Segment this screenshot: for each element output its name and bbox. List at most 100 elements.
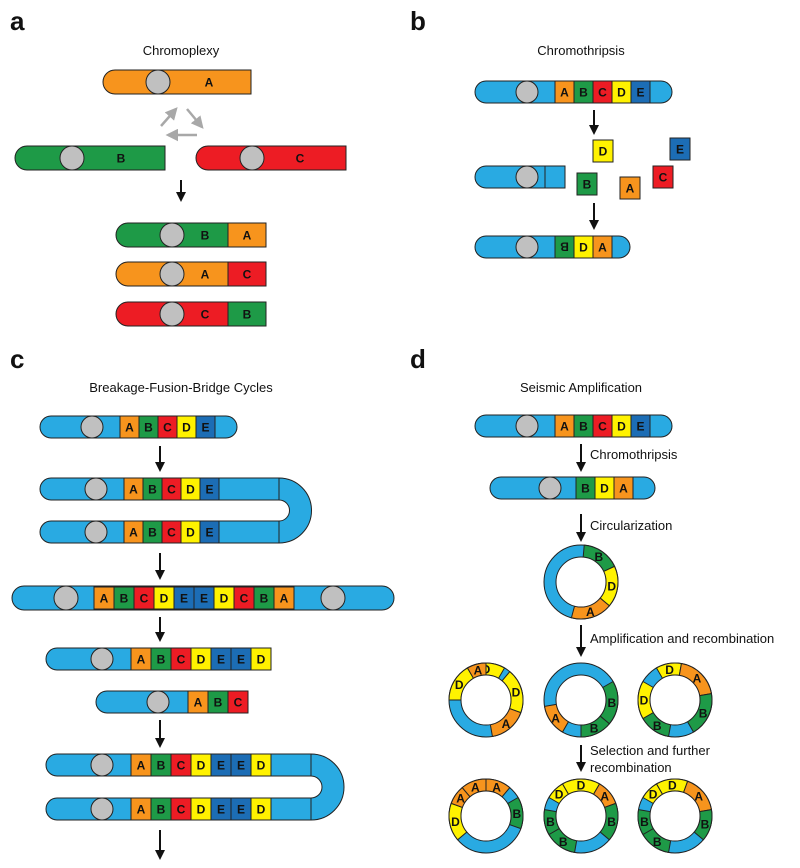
segment-A [227,222,267,248]
segment-label-D: D [182,421,191,435]
segment-label-E: E [200,592,208,606]
segment-label-E: E [636,420,644,434]
segment-label-B: B [157,759,166,773]
ring-label-D: D [668,779,677,793]
segment-label-E: E [636,86,644,100]
ring-label-A: A [694,790,703,804]
segment-label-D: D [197,759,206,773]
ring-center [555,674,607,726]
fragment-C [652,165,674,189]
segment-label-C: C [163,421,172,435]
centromere [90,647,114,671]
exchange-arrow-icon [186,108,204,129]
fragment-label-C: C [659,171,668,185]
ring-center [649,790,701,842]
segment-label-D: D [186,483,195,497]
centromere [515,165,539,189]
segment-E [199,477,220,501]
ring-label-D: D [555,788,564,802]
chromosome-B [14,145,166,171]
segment-label-B: B [581,482,590,496]
segment-label-A: A [129,483,138,497]
centromere [239,145,265,171]
ring-label-B: B [594,550,603,564]
segment-label-D: D [617,86,626,100]
fragment-label-D: D [599,145,608,159]
ring-label-A: A [693,672,702,686]
centromere [320,585,346,611]
ring-label-B: B [699,707,708,721]
segment-label-E: E [237,653,245,667]
segment-D [250,797,272,821]
segment-label-C: C [167,526,176,540]
segment-label-E: E [237,803,245,817]
segment-label-A: A [560,86,569,100]
centromere [159,261,185,287]
chromosome-arm [95,690,197,714]
centromere [159,301,185,327]
centromere [84,520,108,544]
segment-label-A: A [137,803,146,817]
segment-label-B: B [260,592,269,606]
panel-b-title: Chromothripsis [537,43,625,58]
exchange-arrow-icon [160,107,178,127]
centromere [145,69,171,95]
fragment-E [669,137,691,161]
segment-label-D: D [197,803,206,817]
amplified-ring-2: BBA [543,662,619,738]
segment-label-B: B [560,240,569,254]
panel-b-label: b [410,6,426,36]
circular-chromosome: BDA [543,544,619,620]
segment-label-D: D [617,420,626,434]
ring-label-A: A [502,717,511,731]
ring-label-D: D [665,663,674,677]
segment-label-C: C [296,152,305,166]
segment-label-A: A [137,759,146,773]
segment-label-E: E [180,592,188,606]
segment-E [195,415,216,439]
segment-label-A: A [619,482,628,496]
segment-label-C: C [240,592,249,606]
ring-center [649,674,701,726]
ring-label-D: D [451,815,460,829]
segment-label-D: D [257,759,266,773]
ring-label-A: A [474,664,483,678]
segment-label-C: C [598,420,607,434]
segment-A [613,476,634,500]
step-chromothripsis: Chromothripsis [590,447,678,462]
ring-label-B: B [607,815,616,829]
segment-label-C: C [167,483,176,497]
segment-label-A: A [125,421,134,435]
segment-label-A: A [194,696,203,710]
segment-E [630,414,651,438]
segment-label-B: B [579,420,588,434]
ring-center [460,674,512,726]
ring-label-B: B [590,722,599,736]
segment-label-B: B [120,592,129,606]
ring-label-D: D [649,788,658,802]
segment-label-C: C [598,86,607,100]
panel-a-title: Chromoplexy [143,43,220,58]
segment-C [227,690,249,714]
fragment-A [619,176,641,200]
panel-d-title: Seismic Amplification [520,380,642,395]
segment-label-A: A [243,229,252,243]
segment-label-A: A [598,241,607,255]
segment-label-B: B [579,86,588,100]
segment-label-E: E [205,483,213,497]
fragment-D [592,139,614,163]
segment-label-B: B [117,152,126,166]
segment-label-C: C [177,803,186,817]
step-amplification: Amplification and recombination [590,631,774,646]
ring-label-D: D [512,685,521,699]
segment-label-A: A [205,76,214,90]
segment-label-A: A [137,653,146,667]
segment-label-C: C [201,308,210,322]
chromosome-C [195,145,347,171]
segment-label-B: B [157,803,166,817]
segment-label-A: A [100,592,109,606]
segment-label-E: E [201,421,209,435]
